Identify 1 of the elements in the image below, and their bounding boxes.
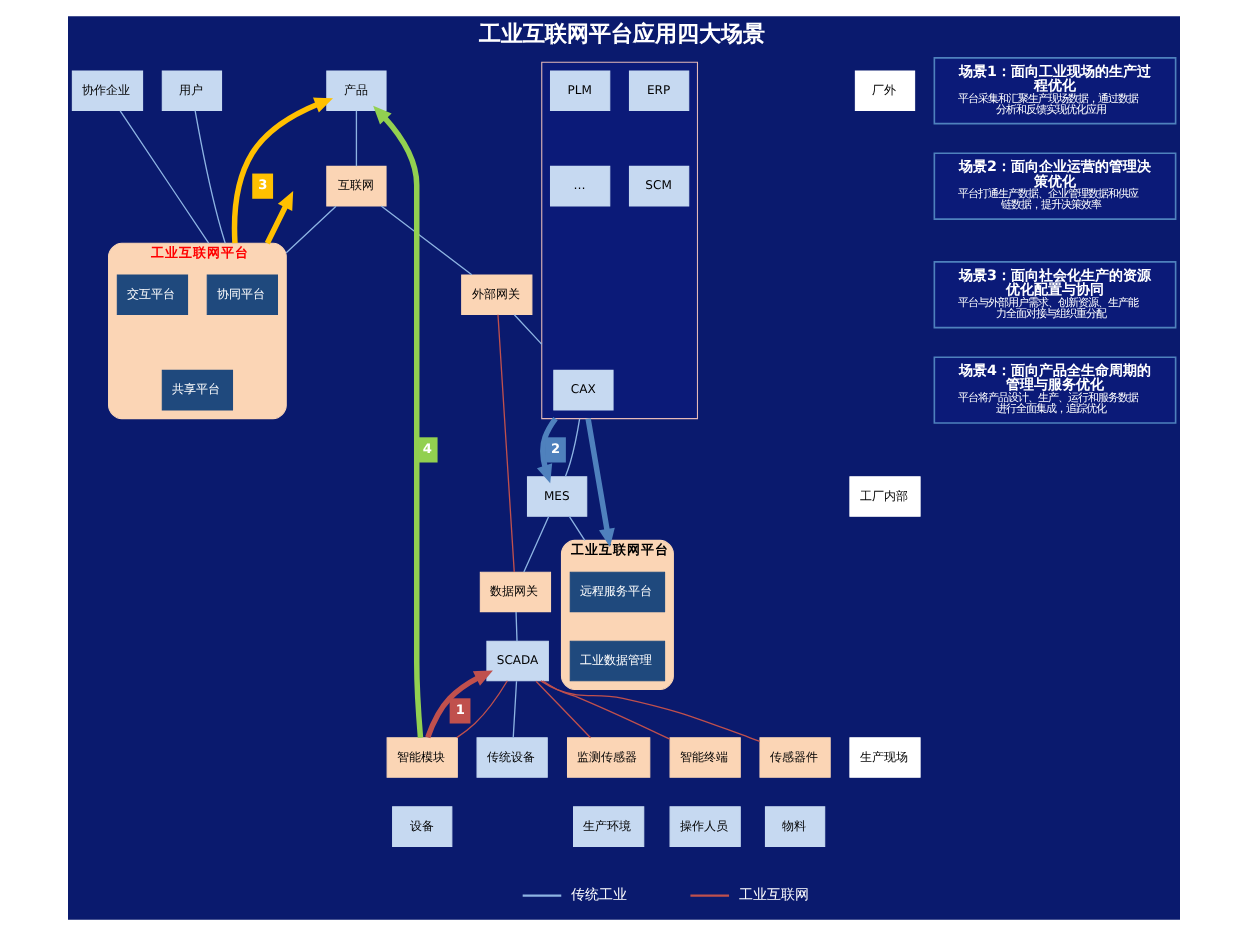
diagram-title: 工业互联网平台应用四大场景 (479, 21, 766, 48)
